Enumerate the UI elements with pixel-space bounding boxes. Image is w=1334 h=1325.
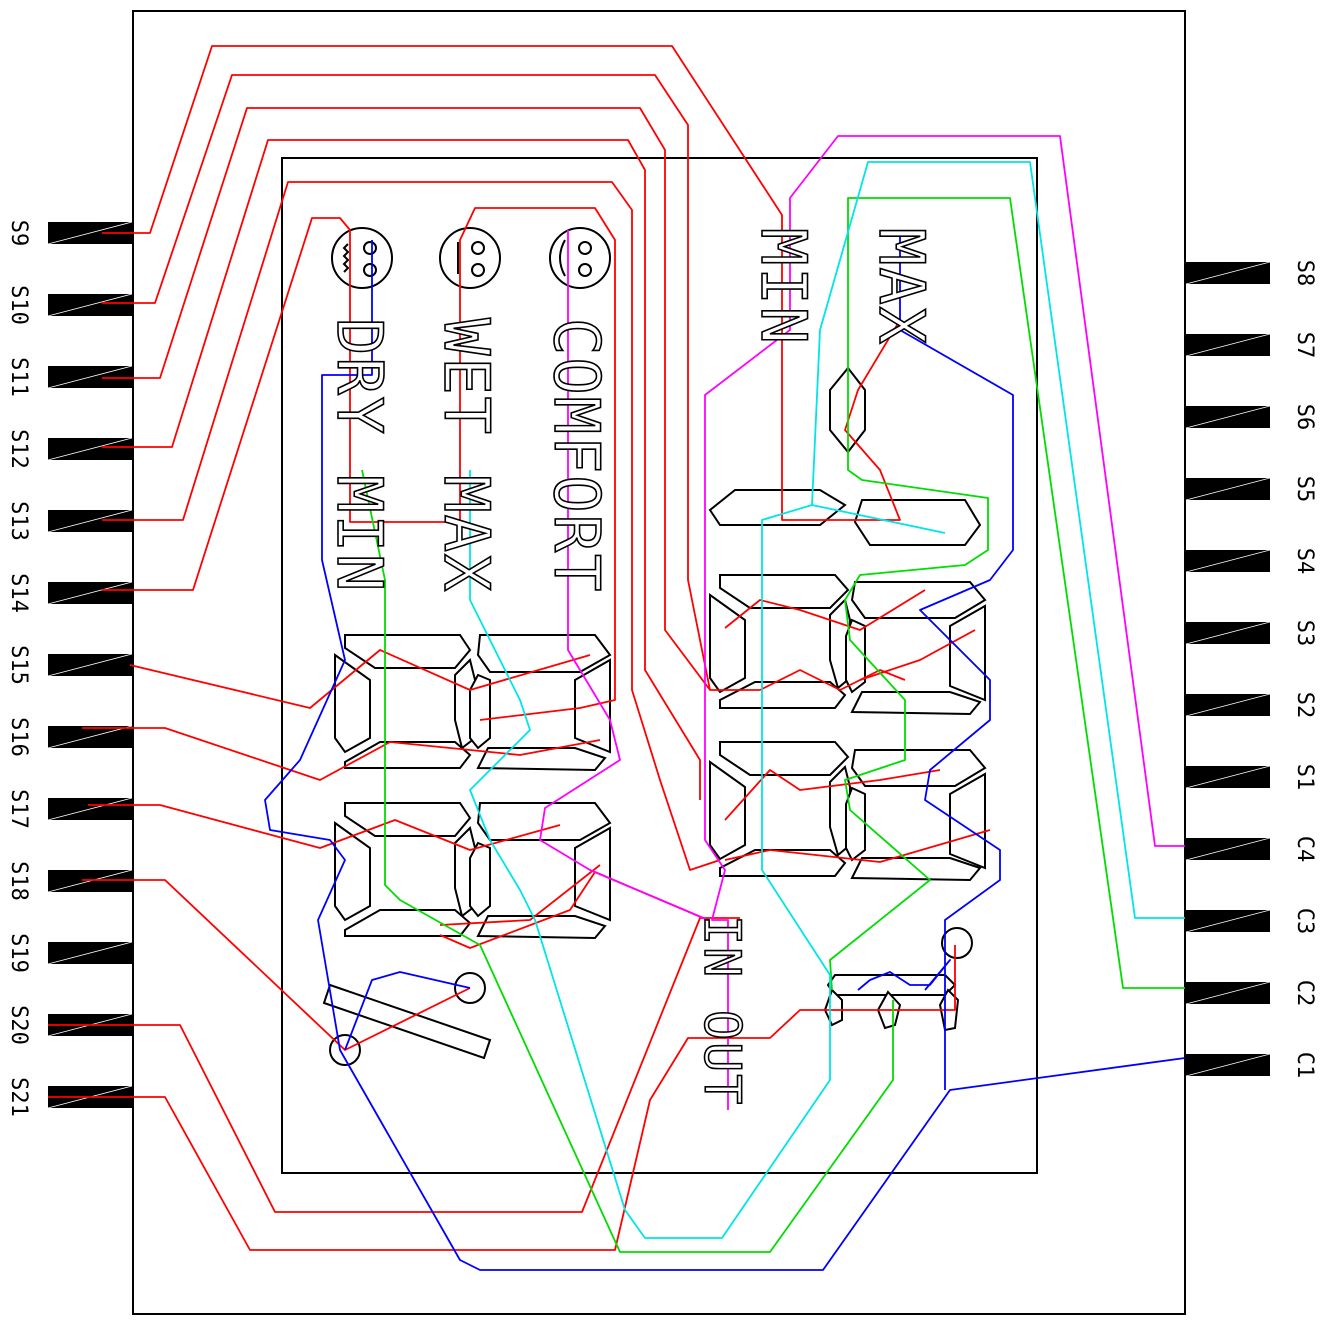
pin-diagonal [1185, 549, 1271, 573]
pin-diagonal [47, 437, 133, 461]
pin-diagonal [47, 941, 133, 965]
label-dry-min: DRY MIN [323, 318, 396, 593]
pin-label-s7: S7 [1292, 332, 1317, 359]
magenta-traces [539, 135, 1185, 1110]
pin-label-s15: S15 [6, 645, 31, 685]
pin-label-s10: S10 [6, 285, 31, 325]
pin-diagonal [47, 581, 133, 605]
pin-label-s12: S12 [6, 429, 31, 469]
pin-diagonal [47, 653, 133, 677]
pin-diagonal [47, 509, 133, 533]
pin-diagonal [47, 797, 133, 821]
blue-traces [264, 232, 1186, 1271]
pin-label-s21: S21 [6, 1077, 31, 1117]
cyan-traces [469, 161, 1185, 1239]
pin-label-s5: S5 [1292, 476, 1317, 503]
pin-label-c3: C3 [1292, 908, 1317, 935]
pin-label-c4: C4 [1292, 836, 1317, 863]
pin-diagonal [1185, 765, 1271, 789]
pin-diagonal [47, 869, 133, 893]
digit-left-lower-b [469, 802, 612, 940]
red-traces [48, 45, 991, 1251]
via-circle-1 [454, 972, 486, 1004]
via-circles [329, 927, 973, 1066]
segment-outlines [322, 366, 987, 1060]
digit-left-lower-a [334, 802, 476, 937]
pin-label-s9: S9 [6, 220, 31, 247]
via-circle-3 [941, 927, 973, 959]
pin-label-s6: S6 [1292, 404, 1317, 431]
pin-diagonal [47, 725, 133, 749]
board-outline [132, 10, 1186, 1315]
green-traces [361, 197, 1185, 1253]
pin-label-s4: S4 [1292, 548, 1317, 575]
label-wet-max: WET MAX [430, 318, 503, 593]
label-in: IN [693, 915, 751, 979]
pin-label-s17: S17 [6, 789, 31, 829]
pin-diagonal [1185, 693, 1271, 717]
label-min: MIN [747, 228, 820, 346]
label-out: OUT [693, 1010, 751, 1106]
comfort-face-icon [549, 227, 611, 289]
top-bar-right [853, 499, 982, 546]
pin-label-s16: S16 [6, 717, 31, 757]
wet-face-icon [439, 227, 501, 289]
pin-label-s18: S18 [6, 861, 31, 901]
pin-diagonal [1185, 621, 1271, 645]
pin-label-s2: S2 [1292, 692, 1317, 719]
pin-label-s13: S13 [6, 501, 31, 541]
right-pin-header [1185, 261, 1271, 1077]
pin-diagonal [1185, 477, 1271, 501]
pin-label-s3: S3 [1292, 620, 1317, 647]
pin-diagonal [47, 365, 133, 389]
pin-diagonal [1185, 837, 1271, 861]
pin-label-s20: S20 [6, 1005, 31, 1045]
pin-label-s8: S8 [1292, 260, 1317, 287]
label-max: MAX [865, 228, 938, 346]
pin-diagonal [1185, 333, 1271, 357]
via-circle-2 [329, 1034, 361, 1066]
pin-diagonal [1185, 261, 1271, 285]
digit-right-upper-b [845, 581, 987, 716]
pin-diagonal [1185, 981, 1271, 1005]
pin-diagonal [1185, 909, 1271, 933]
top-bar-left [708, 489, 847, 526]
pin-label-s14: S14 [6, 573, 31, 613]
pin-diagonal [47, 293, 133, 317]
left-pin-header [47, 221, 133, 1109]
pin-diagonal [1185, 1053, 1271, 1077]
dry-face-icon [331, 227, 393, 289]
digit-right-lower-a [709, 741, 851, 877]
pin-label-c2: C2 [1292, 980, 1317, 1007]
display-frame [281, 157, 1038, 1174]
digit-right-upper-a [709, 574, 851, 709]
slash-bar [322, 983, 492, 1060]
pin-label-s19: S19 [6, 933, 31, 973]
pin-diagonal [1185, 405, 1271, 429]
digit-right-lower-b [845, 749, 987, 882]
pin-label-s11: S11 [6, 357, 31, 397]
pin-diagonal [47, 221, 133, 245]
label-comfort: COMFORT [540, 318, 613, 593]
pin-label-s1: S1 [1292, 764, 1317, 791]
pin-label-c1: C1 [1292, 1052, 1317, 1079]
